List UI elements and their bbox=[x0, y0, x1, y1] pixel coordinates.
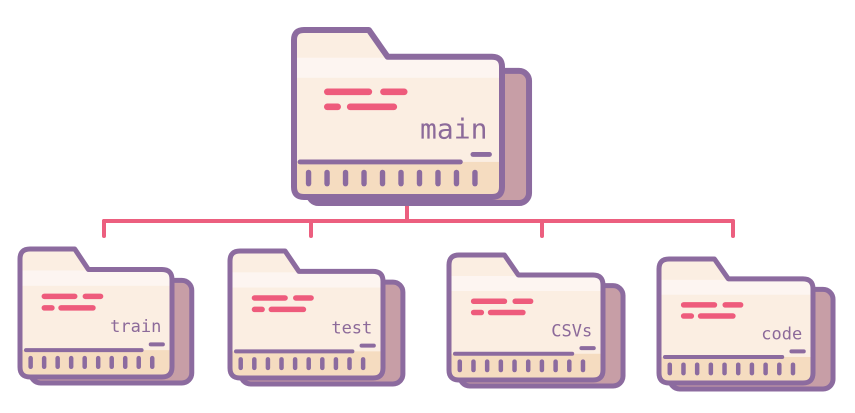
root-folder[interactable]: main bbox=[291, 27, 533, 207]
child-folder-train[interactable]: train bbox=[17, 246, 195, 386]
folder-top-band bbox=[22, 270, 170, 286]
folder-label: CSVs bbox=[551, 321, 592, 341]
connector-lines bbox=[102, 201, 735, 238]
child-folder-code[interactable]: code bbox=[656, 256, 836, 392]
folder-outline bbox=[17, 246, 175, 380]
folder-label: test bbox=[331, 319, 372, 339]
folder-label: train bbox=[110, 317, 161, 337]
folder-top-band bbox=[297, 57, 499, 78]
folder-outline bbox=[291, 27, 505, 200]
folder-outline bbox=[656, 256, 816, 386]
folder-label: main bbox=[420, 113, 487, 146]
folder-top-band bbox=[661, 279, 811, 295]
child-folder-test[interactable]: test bbox=[227, 248, 406, 387]
folder-label: code bbox=[761, 325, 802, 345]
folder-top-band bbox=[451, 276, 601, 291]
child-folder-csvs[interactable]: CSVs bbox=[446, 252, 626, 389]
folder-outline bbox=[227, 248, 386, 381]
folder-bottom-strip bbox=[297, 161, 499, 194]
folder-top-band bbox=[232, 272, 381, 288]
folder-outline bbox=[446, 252, 606, 383]
